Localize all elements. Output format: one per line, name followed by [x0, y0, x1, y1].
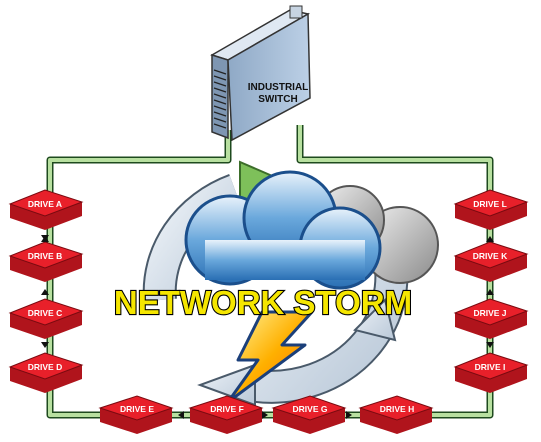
drive-j: DRIVE J: [453, 298, 529, 339]
switch-label-line2: SWITCH: [258, 94, 297, 105]
drive-e-label: DRIVE E: [120, 404, 154, 414]
link-arrows: [41, 235, 494, 419]
switch-label-line1: INDUSTRIAL: [248, 82, 309, 93]
drive-f: DRIVE F: [188, 395, 264, 434]
drive-k-label: DRIVE K: [473, 251, 508, 261]
drive-b-label: DRIVE B: [28, 251, 62, 261]
drive-l: DRIVE L: [453, 189, 529, 230]
drive-d-label: DRIVE D: [28, 362, 62, 372]
drive-e: DRIVE E: [98, 395, 174, 434]
drive-g-label: DRIVE G: [293, 404, 328, 414]
drive-d: DRIVE D: [8, 352, 84, 393]
drive-g: DRIVE G: [271, 395, 347, 434]
drive-c: DRIVE C: [8, 298, 84, 339]
storm-title: NETWORK STORM: [114, 284, 412, 321]
drive-f-label: DRIVE F: [210, 404, 244, 414]
drive-i: DRIVE I: [453, 352, 529, 393]
drive-a: DRIVE A: [8, 189, 84, 230]
drive-j-label: DRIVE J: [473, 308, 506, 318]
drive-h: DRIVE H: [358, 395, 434, 434]
drive-a-label: DRIVE A: [28, 199, 62, 209]
drive-i-label: DRIVE I: [475, 362, 506, 372]
drive-c-label: DRIVE C: [28, 308, 62, 318]
drive-h-label: DRIVE H: [380, 404, 414, 414]
drive-b: DRIVE B: [8, 241, 84, 282]
storm-cloud: [184, 170, 439, 290]
network-cables: [46, 125, 494, 419]
drive-k: DRIVE K: [453, 241, 529, 282]
industrial-switch: INDUSTRIAL SWITCH: [210, 5, 311, 142]
lightning-bolt-icon: [226, 310, 314, 404]
drive-l-label: DRIVE L: [473, 199, 507, 209]
